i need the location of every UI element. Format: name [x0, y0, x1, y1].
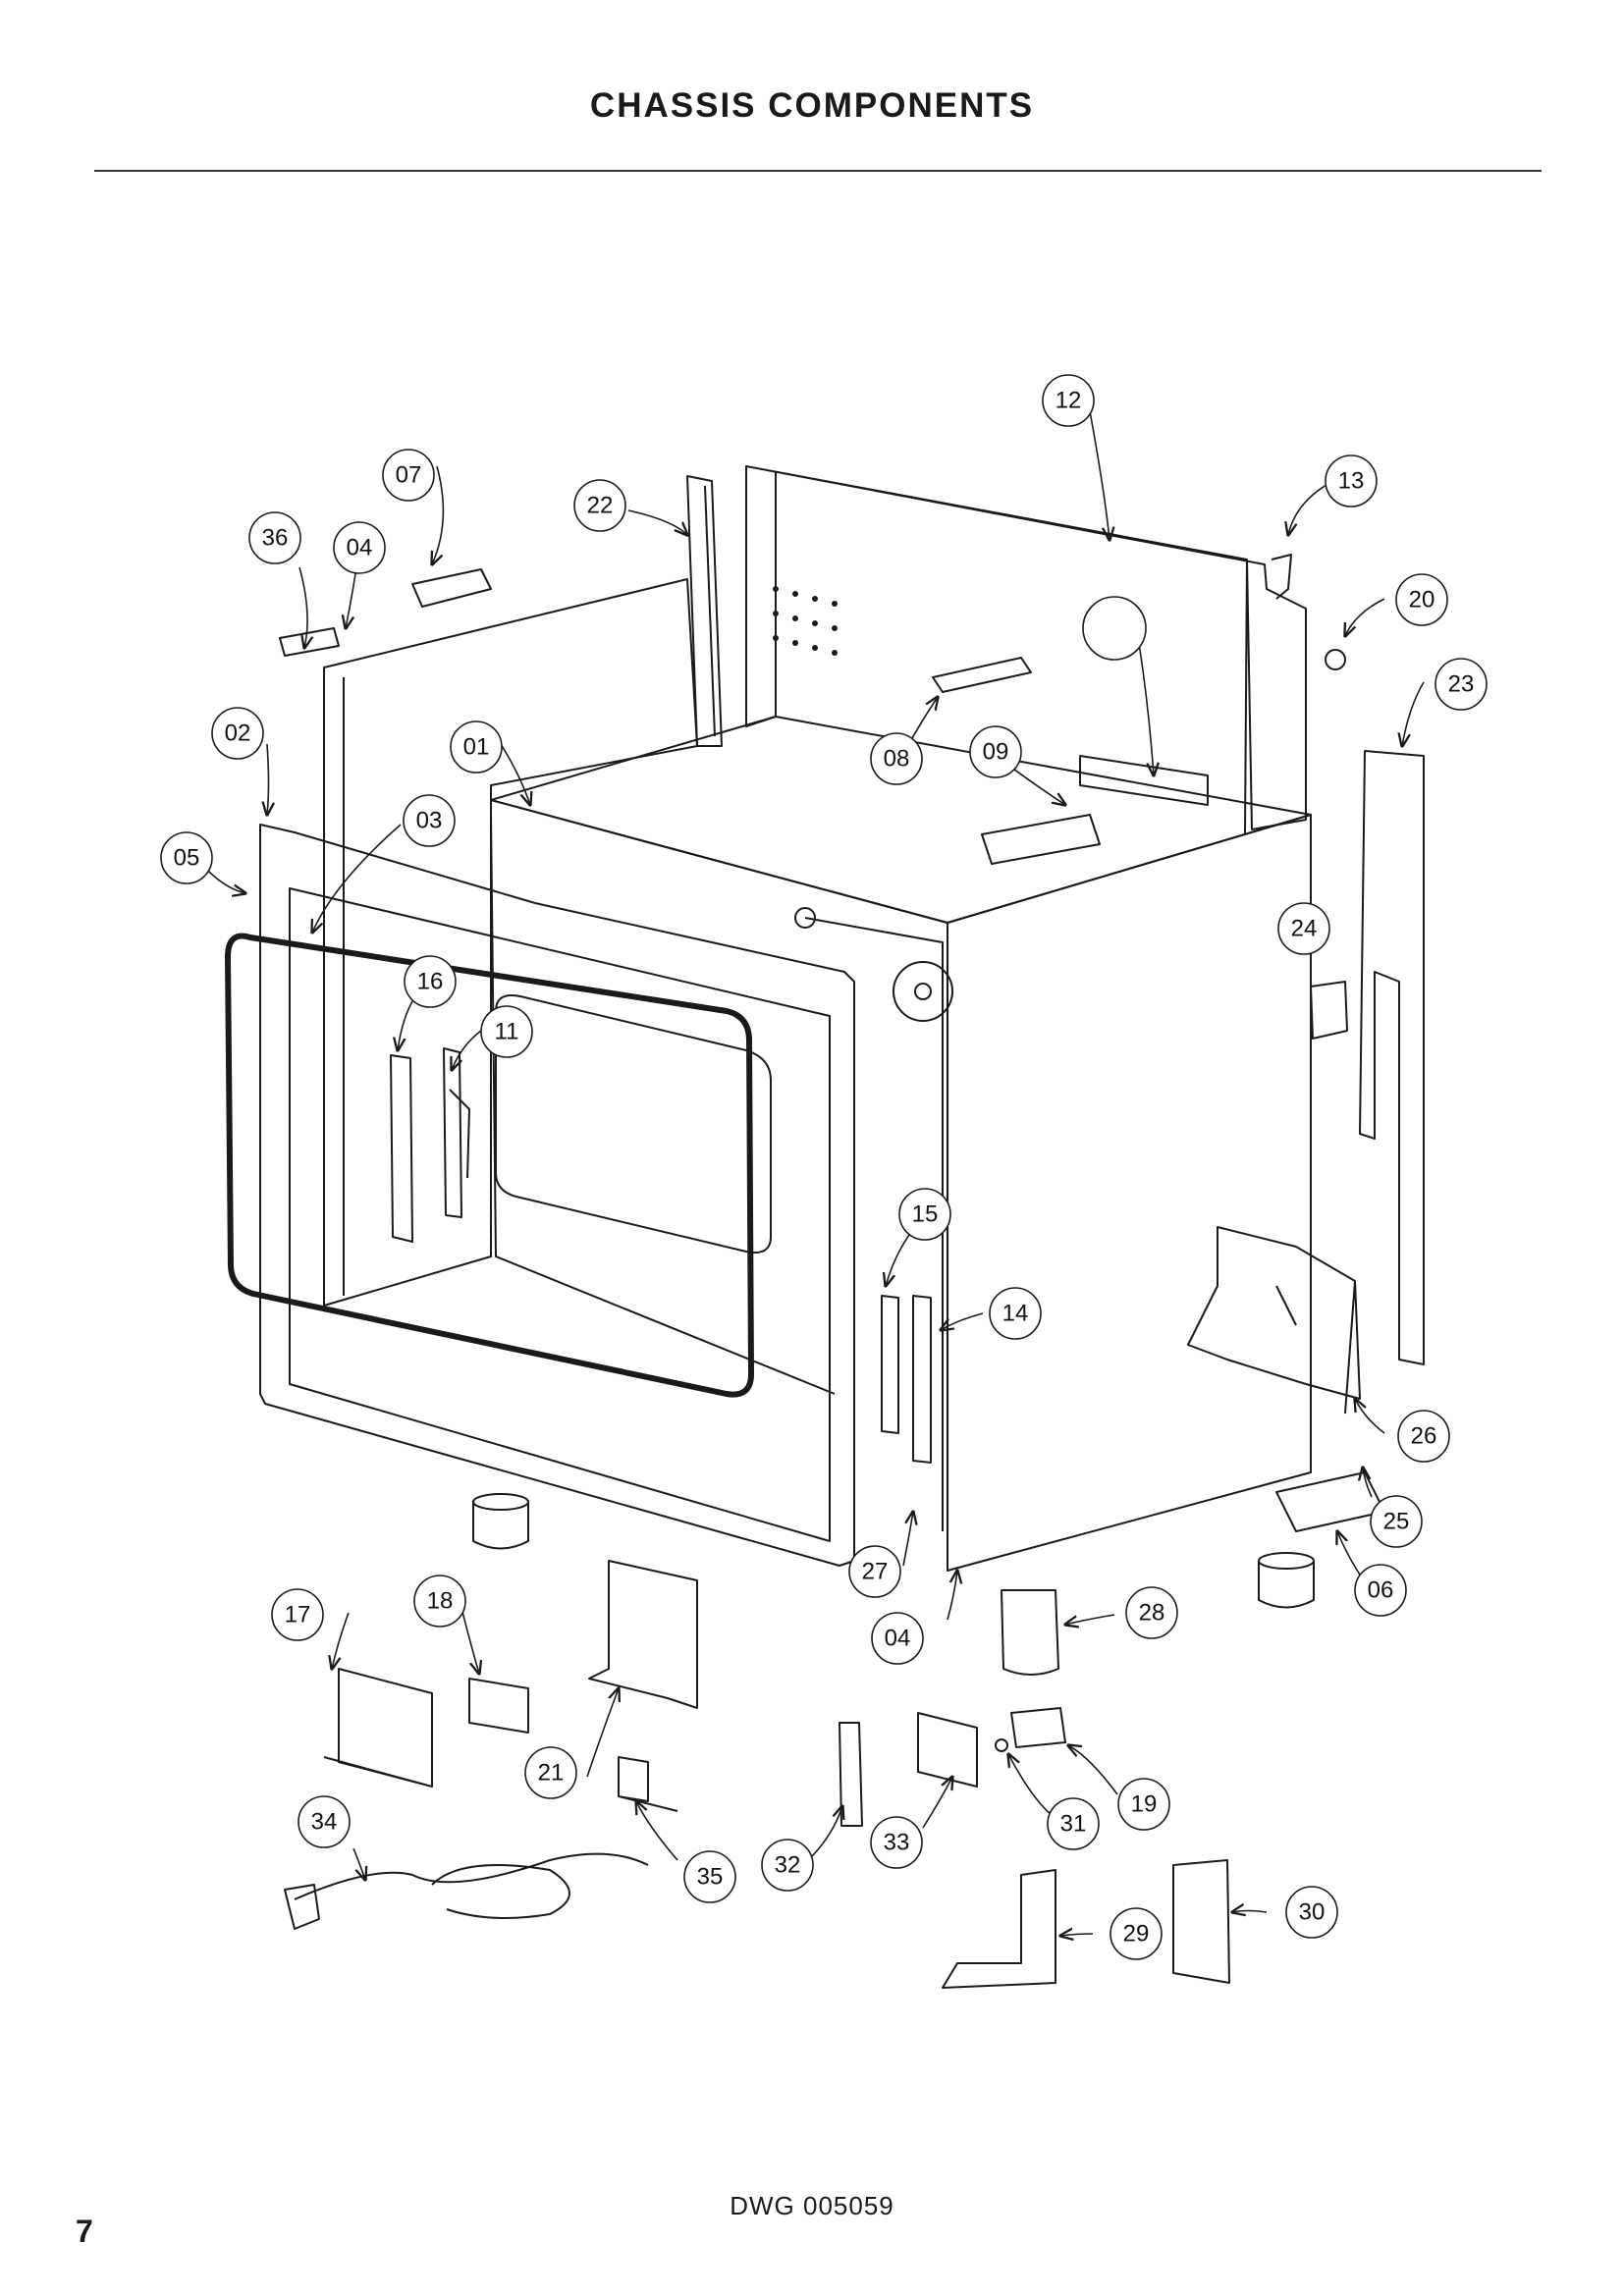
- hinge-bracket-16: [390, 1054, 413, 1243]
- callout-29: 29: [1123, 1921, 1150, 1948]
- callout-08: 08: [884, 746, 910, 773]
- page-title: CHASSIS COMPONENTS: [589, 86, 1035, 125]
- door-seal: [225, 933, 754, 1398]
- part-13: [1271, 554, 1292, 600]
- callout-18: 18: [427, 1588, 454, 1615]
- back-panel: [745, 465, 1307, 835]
- callout-26: 26: [1411, 1423, 1437, 1450]
- callout-17: 17: [285, 1602, 311, 1629]
- callout-35: 35: [697, 1864, 724, 1891]
- right-side-rail: [1359, 750, 1425, 1365]
- callout-34: 34: [311, 1809, 338, 1836]
- callout-12: 12: [1056, 388, 1082, 414]
- hinge-11: [443, 1047, 470, 1218]
- relay-board: [1079, 755, 1209, 806]
- oven-cavity: [490, 716, 1312, 1572]
- callout-32: 32: [775, 1852, 801, 1879]
- callout-06: 06: [1368, 1577, 1394, 1604]
- part-29: [942, 1869, 1056, 1989]
- callout-22: 22: [587, 493, 614, 519]
- part-32: [839, 1722, 863, 1827]
- callout-24: 24: [1291, 916, 1318, 942]
- shelf-support-08: [932, 657, 1032, 693]
- hinge-14: [912, 1295, 932, 1464]
- part-28: [1001, 1589, 1059, 1676]
- callout-13: 13: [1338, 468, 1365, 495]
- callout-15: 15: [912, 1201, 939, 1228]
- callout-11: 11: [495, 1019, 519, 1045]
- part-33: [917, 1712, 978, 1788]
- callout-30: 30: [1299, 1899, 1326, 1926]
- part-18: [468, 1678, 529, 1734]
- power-cord-34: [294, 1852, 649, 1919]
- callout-21: 21: [538, 1760, 565, 1787]
- part-21: [588, 1560, 698, 1709]
- bracket-26: [1187, 1226, 1361, 1415]
- callout-07: 07: [396, 462, 422, 489]
- part-30: [1172, 1859, 1230, 1984]
- callout-16: 16: [417, 969, 444, 995]
- callout-01: 01: [463, 734, 490, 761]
- plug: [284, 1884, 320, 1930]
- callout-02: 02: [225, 721, 251, 747]
- callout-36: 36: [262, 525, 289, 552]
- callout-04-bottom: 04: [885, 1626, 911, 1652]
- front-frame: [259, 824, 855, 1567]
- callout-23: 23: [1448, 671, 1475, 698]
- callout-19: 19: [1131, 1791, 1158, 1818]
- part-31: [995, 1738, 1008, 1752]
- part-07: [411, 568, 492, 608]
- callout-09: 09: [983, 739, 1009, 766]
- callout-04-top: 04: [347, 535, 373, 561]
- left-upright-rail: [686, 475, 723, 747]
- left-side-panel: [323, 578, 698, 1307]
- part-20: [1325, 649, 1346, 670]
- callout-20: 20: [1409, 587, 1435, 614]
- part-17: [323, 1668, 433, 1788]
- part-19: [1010, 1707, 1066, 1748]
- vent-holes: [773, 586, 838, 656]
- title-divider: [94, 170, 1542, 172]
- feet: [472, 1493, 1315, 1609]
- callout-33: 33: [884, 1830, 910, 1856]
- cavity-window: [495, 994, 772, 1254]
- callout-05: 05: [174, 845, 200, 872]
- page-number: 7: [76, 2214, 93, 2249]
- plate-06: [1275, 1471, 1385, 1532]
- callout-03: 03: [416, 808, 443, 834]
- part-36: [279, 627, 340, 657]
- bracket-24: [1310, 981, 1348, 1040]
- callout-27: 27: [862, 1559, 889, 1585]
- hinge-15: [881, 1295, 899, 1434]
- callout-14: 14: [1002, 1301, 1029, 1327]
- callout-25: 25: [1383, 1509, 1410, 1535]
- part-35: [618, 1756, 678, 1812]
- callout-28: 28: [1139, 1600, 1165, 1627]
- terminal-block-09: [981, 814, 1101, 865]
- callout-31: 31: [1060, 1811, 1087, 1838]
- drawing-number: DWG 005059: [730, 2191, 894, 2220]
